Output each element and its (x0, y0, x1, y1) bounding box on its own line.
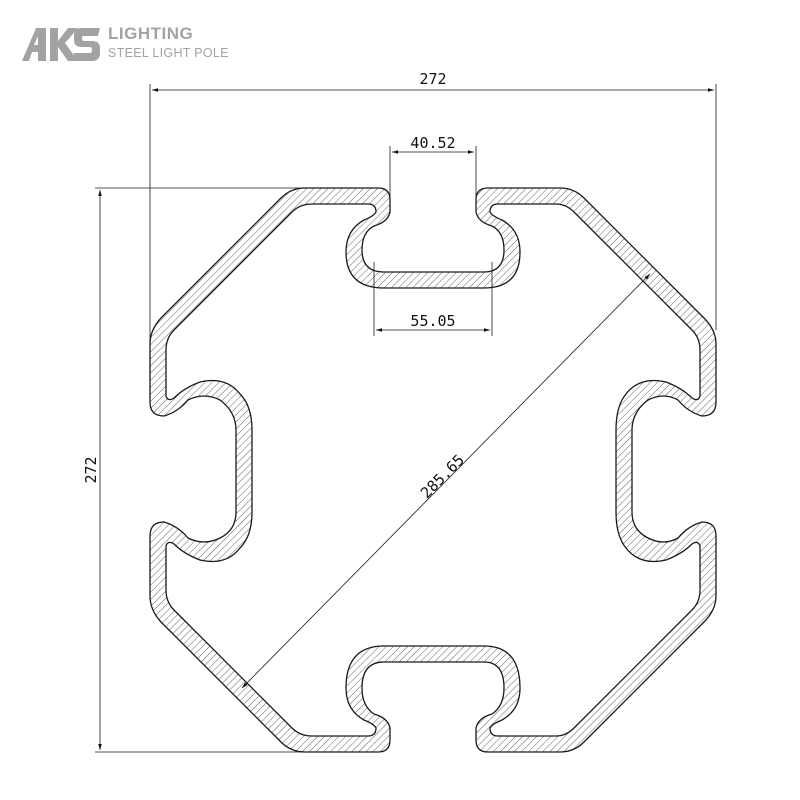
dim-slot-opening (389, 146, 477, 200)
aks-logo (22, 28, 100, 61)
dim-label-slot-width: 55.05 (410, 312, 455, 330)
dim-label-diagonal: 285.65 (417, 451, 468, 502)
dim-overall-width (149, 84, 717, 344)
dim-label-height: 272 (82, 456, 100, 483)
dim-label-width: 272 (419, 70, 446, 88)
brand-subtitle: STEEL LIGHT POLE (108, 46, 229, 60)
brand-title: LIGHTING (108, 24, 194, 43)
profile-wall (149, 187, 717, 753)
dim-overall-height (95, 187, 305, 753)
dim-diagonal (241, 273, 651, 689)
dim-label-slot-opening: 40.52 (410, 134, 455, 152)
